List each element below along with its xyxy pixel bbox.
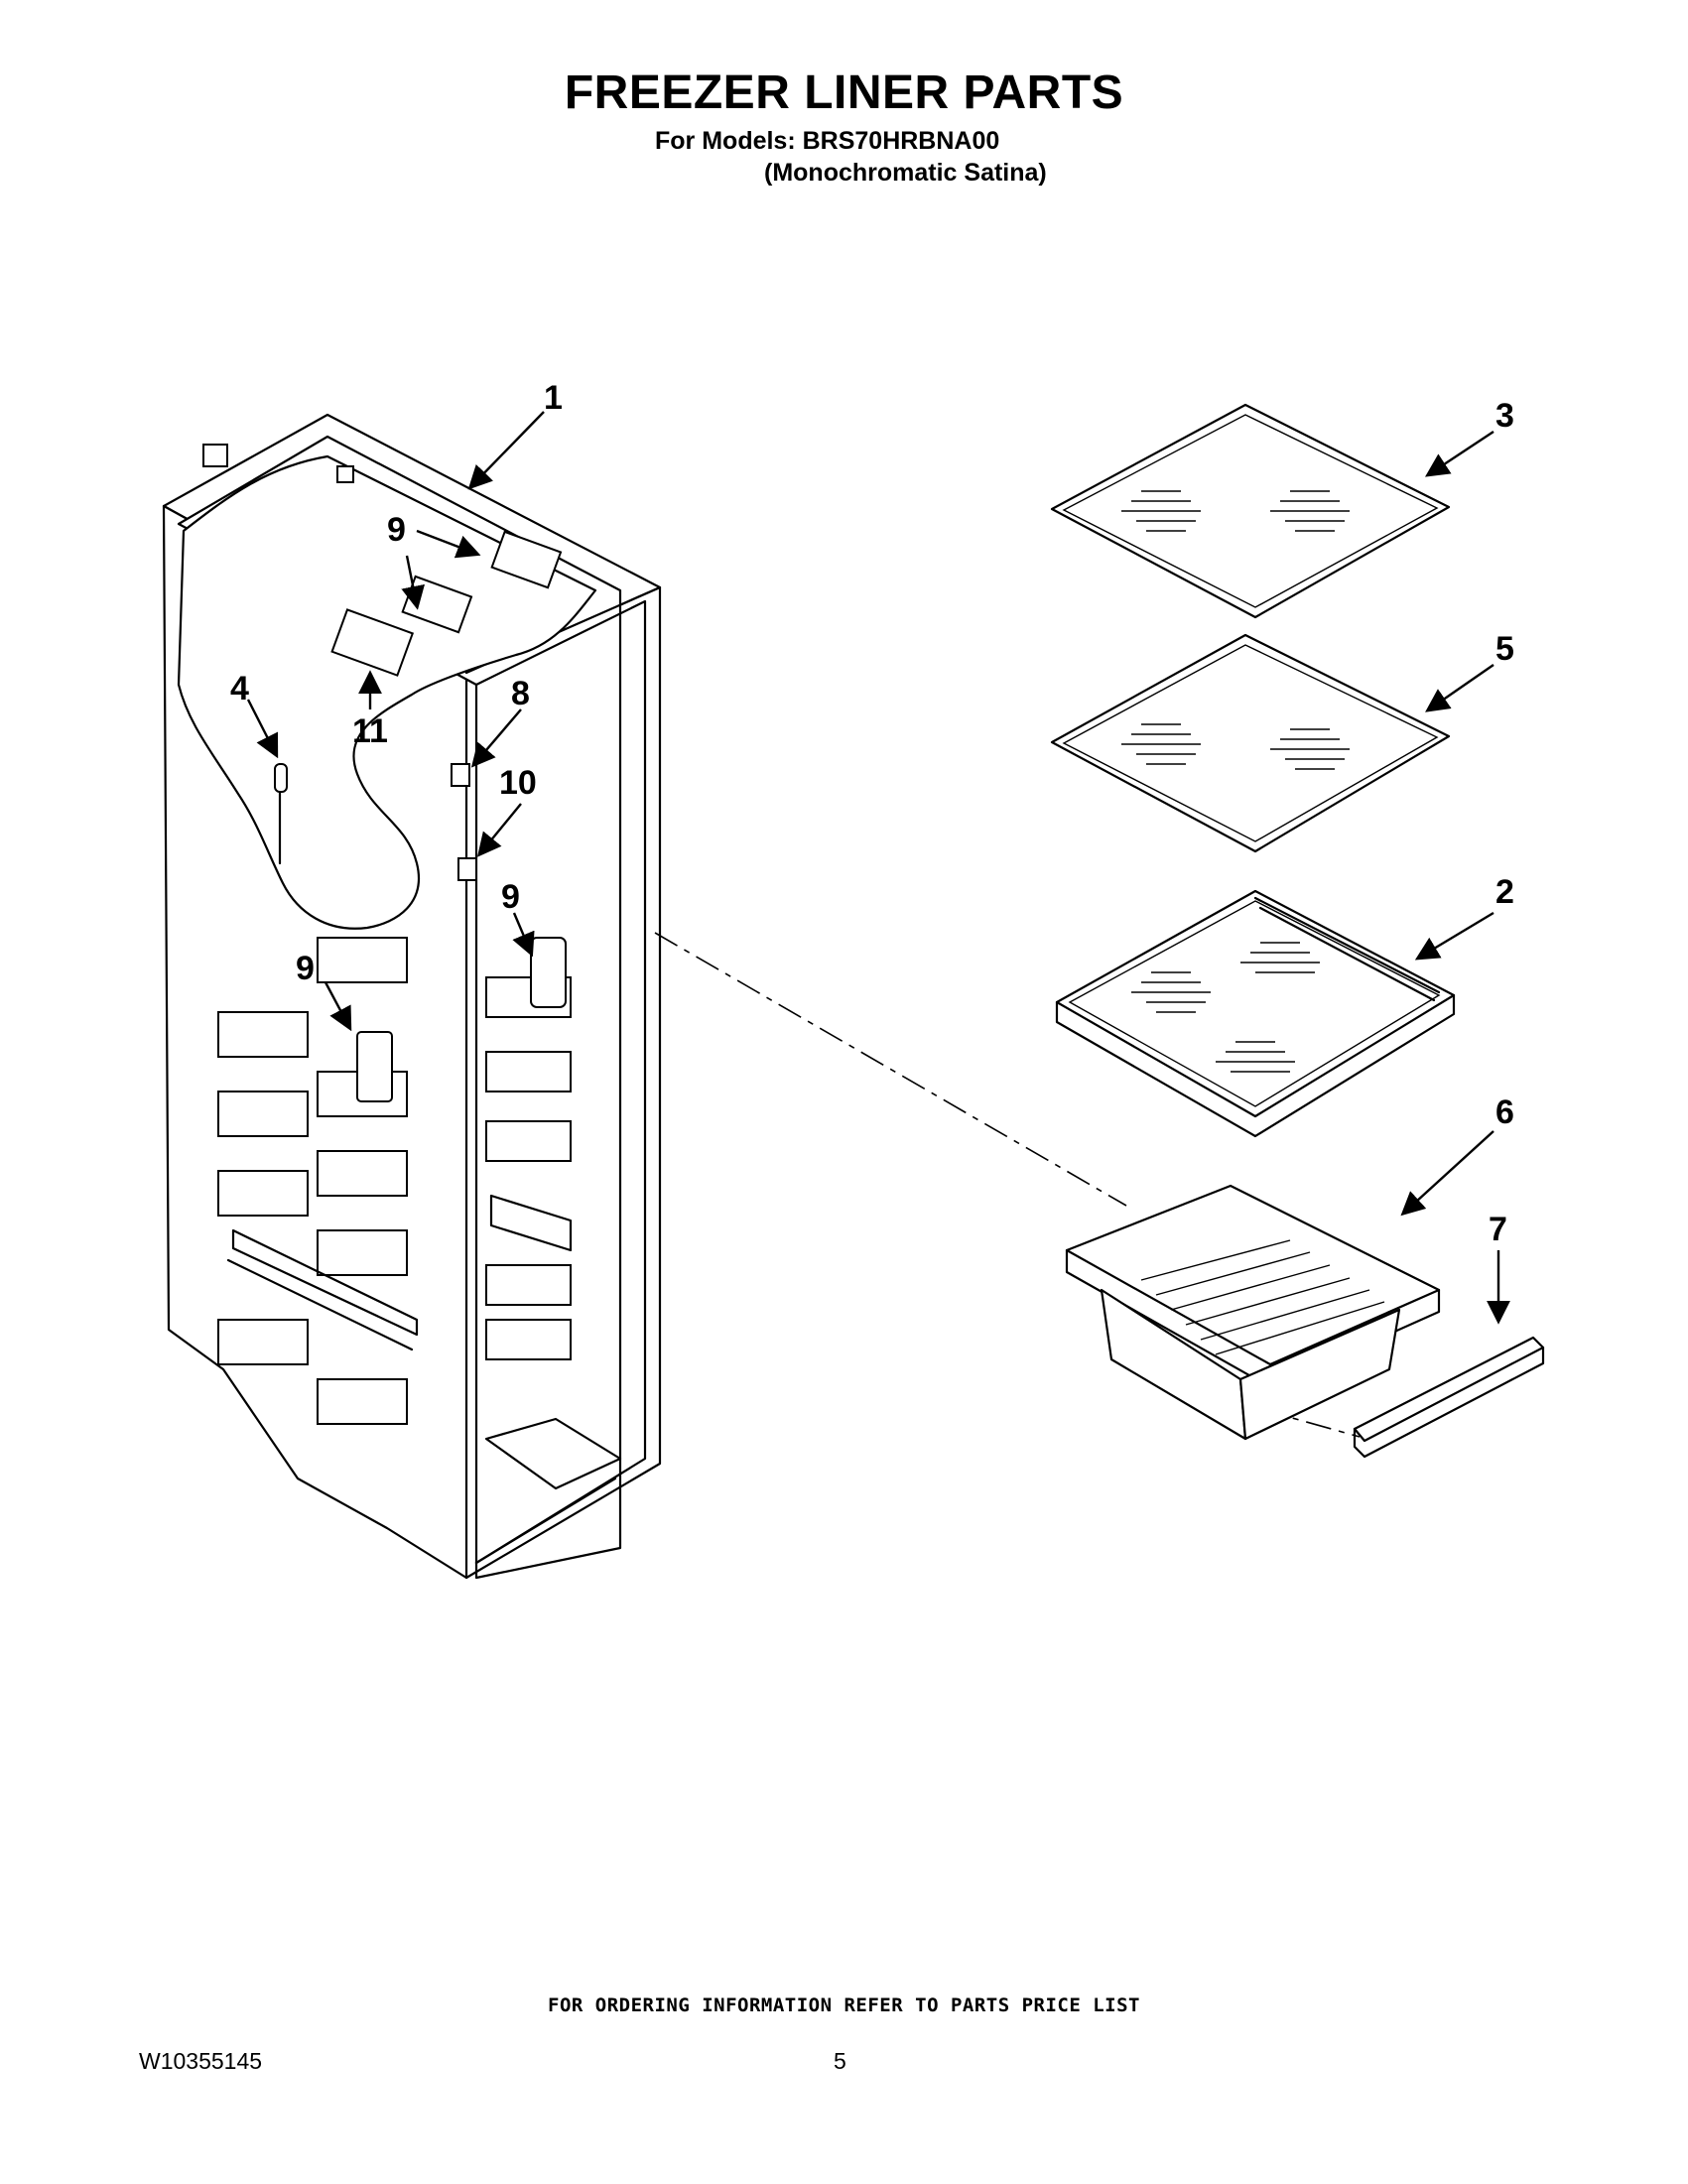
callout-5: 5	[1495, 630, 1514, 668]
callout-9-top: 9	[387, 511, 406, 549]
glass-shelf-part-3	[1050, 403, 1451, 619]
callout-2: 2	[1495, 873, 1514, 911]
callout-4: 4	[230, 670, 249, 707]
shelf-with-frame-part-2	[1055, 889, 1456, 1138]
glass-shelf-part-5	[1050, 633, 1451, 853]
page-number: 5	[834, 2048, 846, 2074]
freezer-basket-part-6	[1065, 1184, 1441, 1441]
ordering-info-note: FOR ORDERING INFORMATION REFER TO PARTS …	[548, 1994, 1140, 2016]
freezer-liner-part-1	[162, 413, 662, 1580]
callout-11: 11	[352, 712, 388, 750]
callout-6: 6	[1495, 1093, 1514, 1131]
callout-10: 10	[499, 764, 537, 802]
trim-strip-part-7	[1353, 1336, 1545, 1459]
callout-3: 3	[1495, 397, 1514, 435]
callout-arrows	[246, 411, 1510, 1325]
models-line: For Models: BRS70HRBNA00	[655, 127, 1000, 155]
callout-8: 8	[511, 675, 530, 712]
page-title: FREEZER LINER PARTS	[564, 66, 1124, 119]
callout-1: 1	[544, 379, 563, 417]
callout-9-right: 9	[501, 878, 520, 916]
leader-line	[654, 932, 1127, 1207]
document-number: W10355145	[139, 2048, 263, 2074]
models-variant: (Monochromatic Satina)	[764, 159, 1047, 187]
callout-9-left: 9	[296, 950, 315, 987]
callout-7: 7	[1489, 1211, 1507, 1248]
